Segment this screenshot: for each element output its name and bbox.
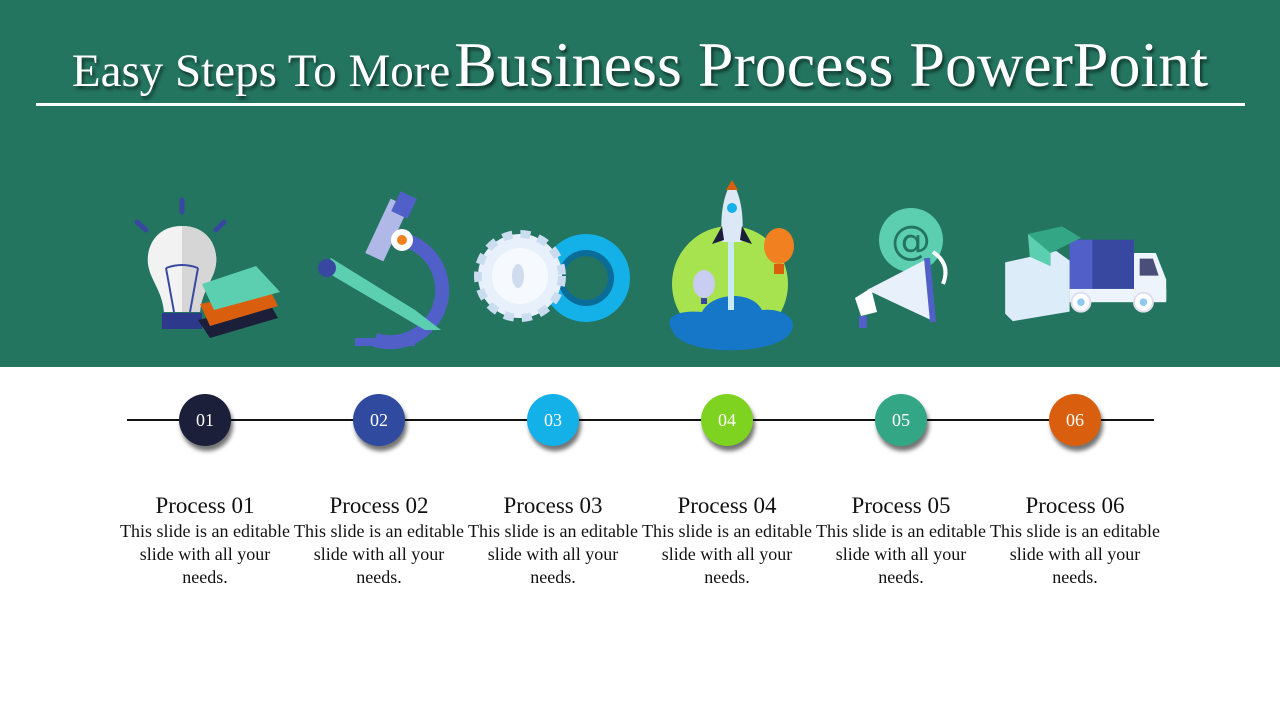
process-step-4: Process 04 This slide is an editable slid…: [642, 492, 812, 589]
process-step-3: Process 03 This slide is an editable slid…: [468, 492, 638, 589]
step-title: Process 05: [851, 493, 951, 518]
step-title: Process 04: [677, 493, 777, 518]
delivery-truck-icon: [1005, 226, 1167, 322]
step-number-badge: 03: [527, 394, 579, 446]
step-title: Process 06: [1025, 493, 1125, 518]
step-number-badge: 02: [353, 394, 405, 446]
gears-icon: [474, 230, 630, 322]
step-title: Process 02: [329, 493, 429, 518]
microscope-pencil-icon: [318, 191, 450, 350]
slide-title: Easy Steps To More Business Process Powe…: [71, 29, 1209, 100]
title-underline: [36, 103, 1245, 106]
timeline-line: [127, 419, 1154, 421]
step-description: This slide is an editable slide with all…: [120, 521, 290, 587]
process-step-2: Process 02 This slide is an editable slid…: [294, 492, 464, 589]
step-description: This slide is an editable slide with all…: [990, 521, 1160, 587]
step-number-badge: 06: [1049, 394, 1101, 446]
step-description: This slide is an editable slide with all…: [294, 521, 464, 587]
process-step-6: Process 06 This slide is an editable slid…: [990, 492, 1160, 589]
step-description: This slide is an editable slide with all…: [816, 521, 986, 587]
step-number-badge: 01: [179, 394, 231, 446]
megaphone-email-icon: @: [855, 208, 948, 328]
step-number-badge: 05: [875, 394, 927, 446]
step-number-badge: 04: [701, 394, 753, 446]
process-step-1: Process 01 This slide is an editable slid…: [120, 492, 290, 589]
step-description: This slide is an editable slide with all…: [642, 521, 812, 587]
svg-text:@: @: [891, 218, 931, 264]
step-description: This slide is an editable slide with all…: [468, 521, 638, 587]
step-title: Process 01: [155, 493, 255, 518]
rocket-launch-icon: [669, 180, 794, 351]
lightbulb-books-icon: [134, 197, 280, 338]
process-step-5: Process 05 This slide is an editable slid…: [816, 492, 986, 589]
step-title: Process 03: [503, 493, 603, 518]
